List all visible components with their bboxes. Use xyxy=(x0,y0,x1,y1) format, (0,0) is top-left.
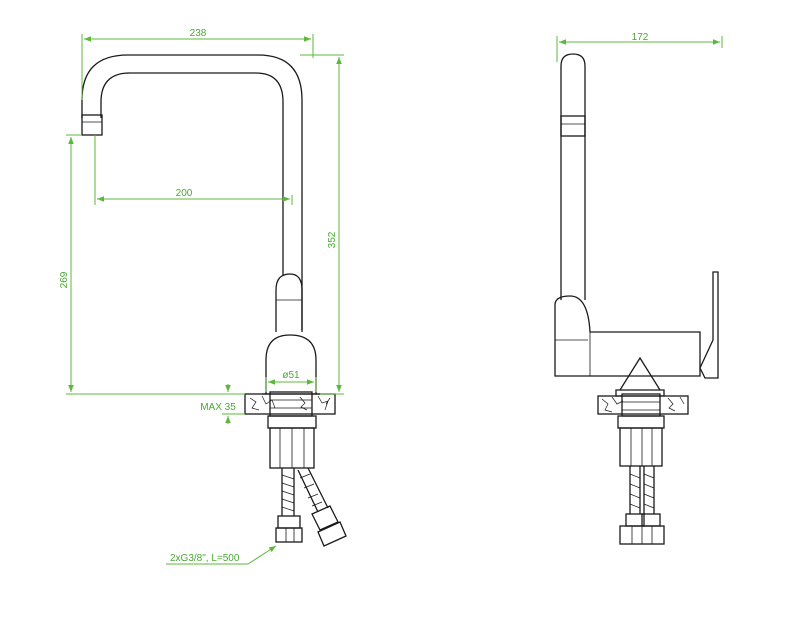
dim-spout-reach: 200 xyxy=(176,188,193,199)
side-view xyxy=(554,53,719,545)
lever-handle xyxy=(275,273,303,332)
dim-body-diameter: ø51 xyxy=(282,370,300,381)
faucet-body xyxy=(265,334,317,394)
dim-spout-height: 269 xyxy=(59,271,70,288)
supply-hoses xyxy=(275,467,347,547)
spout-tip xyxy=(81,114,103,136)
side-mounting-nut xyxy=(617,415,665,467)
side-dimensions: 172 xyxy=(556,32,723,62)
side-spout-tube xyxy=(560,53,586,300)
dim-side-width: 172 xyxy=(632,32,649,43)
dim-hoses: 2xG3/8", L=500 xyxy=(170,553,240,564)
countertop-section xyxy=(244,391,336,417)
side-spout-tip xyxy=(560,115,586,137)
mounting-nut xyxy=(267,415,317,469)
dim-max-counter: MAX 35 xyxy=(200,402,236,413)
side-base-cone xyxy=(615,356,665,397)
side-supply-hoses xyxy=(619,466,665,545)
side-faucet-body xyxy=(554,295,701,377)
front-view xyxy=(81,54,347,547)
dim-total-height: 352 xyxy=(327,231,338,248)
side-lever-handle xyxy=(699,271,719,379)
side-countertop-section xyxy=(597,393,689,417)
dim-overall-reach: 238 xyxy=(190,28,207,39)
spout-tube xyxy=(81,54,303,330)
front-dimensions: 238 200 352 269 ø51 MAX 35 2xG3/8", L=50… xyxy=(59,28,344,565)
